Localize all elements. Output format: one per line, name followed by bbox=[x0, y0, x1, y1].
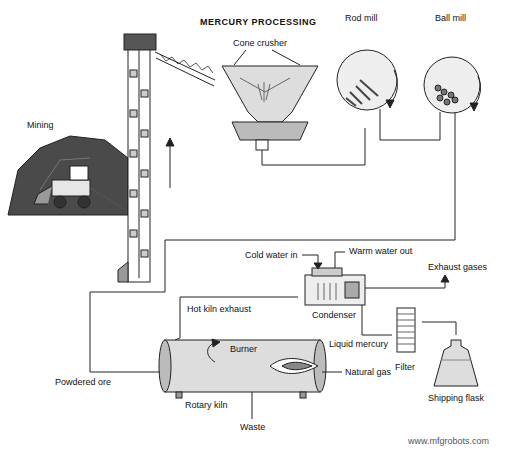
part-label: Burner bbox=[230, 344, 257, 355]
process-unit: Cone crusher bbox=[215, 35, 320, 150]
process-unit: Mining bbox=[5, 35, 155, 285]
flow-line bbox=[90, 130, 455, 372]
flow-line bbox=[362, 323, 392, 335]
flow-line bbox=[262, 128, 365, 165]
unit-label: Rod mill bbox=[345, 13, 378, 24]
flow-line bbox=[380, 128, 440, 140]
part-label: Exhaust gases bbox=[428, 262, 487, 273]
flow-line bbox=[180, 297, 298, 338]
unit-label: Rotary kiln bbox=[185, 400, 228, 411]
process-unit: Condenser bbox=[298, 268, 378, 323]
flow-label: Hot kiln exhaust bbox=[186, 304, 252, 315]
flow-line bbox=[155, 52, 215, 80]
diagram-title: MERCURY PROCESSING bbox=[200, 17, 317, 28]
process-unit: Shipping flask bbox=[425, 335, 495, 410]
flow-line bbox=[422, 322, 456, 335]
process-unit: Ball mill bbox=[415, 10, 490, 130]
part-label: Waste bbox=[240, 422, 265, 433]
unit-label: Ball mill bbox=[435, 13, 466, 24]
part-label: Cold water in bbox=[245, 250, 298, 261]
unit-label: Condenser bbox=[312, 310, 356, 321]
unit-label: Mining bbox=[27, 120, 54, 131]
unit-label: Cone crusher bbox=[233, 38, 287, 49]
part-label: Natural gas bbox=[345, 367, 391, 378]
process-unit: Filter bbox=[392, 305, 422, 377]
part-label: Powdered ore bbox=[55, 377, 111, 388]
process-unit: Rod mill bbox=[330, 10, 405, 128]
unit-label: Filter bbox=[395, 362, 415, 373]
part-label: Warm water out bbox=[349, 246, 412, 257]
watermark: www.mfgrobots.com bbox=[408, 436, 489, 447]
unit-label: Shipping flask bbox=[428, 393, 484, 404]
flow-label: Liquid mercury bbox=[328, 339, 389, 350]
